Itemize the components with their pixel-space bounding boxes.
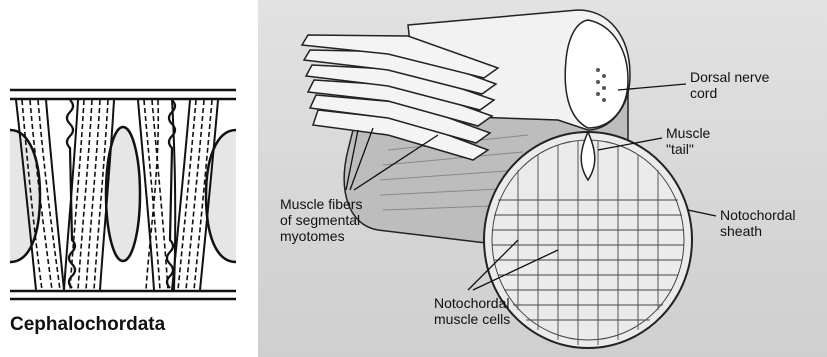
panel-caption: Cephalochordata	[10, 314, 165, 336]
label-muscle-fibers: Muscle fibers of segmental myotomes	[280, 196, 362, 244]
label-notochordal-sheath: Notochordal sheath	[720, 207, 796, 239]
cephalochordata-panel: Cephalochordata	[0, 0, 258, 357]
notochord-drawing	[258, 0, 827, 357]
label-muscle-tail: Muscle "tail"	[666, 125, 710, 157]
notochord-panel: Dorsal nerve cord Muscle "tail" Notochor…	[258, 0, 827, 357]
label-notochordal-muscle-cells: Notochordal muscle cells	[434, 295, 510, 327]
myomere-oval-cells	[10, 127, 236, 262]
cephalochordata-drawing	[0, 0, 258, 357]
label-dorsal-nerve-cord: Dorsal nerve cord	[690, 69, 769, 101]
